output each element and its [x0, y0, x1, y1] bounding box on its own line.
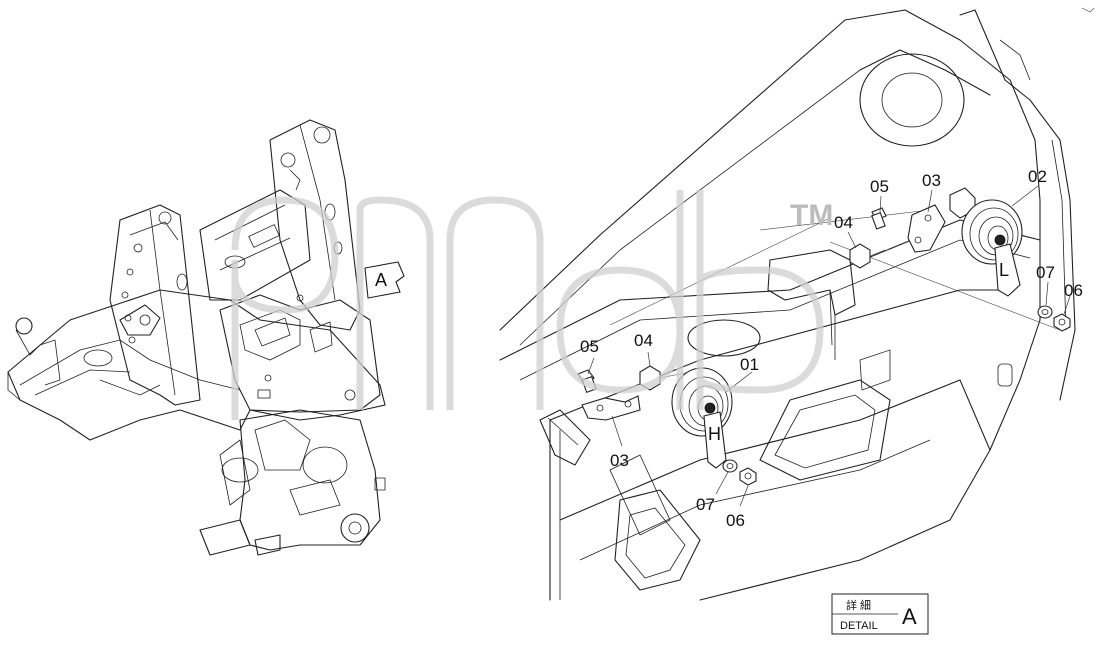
stay-03-upper — [907, 204, 946, 253]
nut-06-lower — [739, 467, 757, 486]
stay-03-lower — [581, 395, 641, 421]
part-labels: 02 03 05 04 07 06 05 04 01 03 07 06 — [580, 167, 1083, 530]
detail-letter: A — [902, 604, 917, 629]
upper-horn-assembly: L — [849, 187, 1071, 332]
label-03-lower: 03 — [610, 451, 629, 470]
label-07-upper: 07 — [1036, 263, 1055, 282]
label-07-lower: 07 — [696, 495, 715, 514]
leader-lines — [587, 185, 1071, 507]
horn-02: L — [961, 199, 1023, 297]
front-frame-overview — [7, 119, 386, 556]
washer-07-upper — [1037, 305, 1053, 319]
label-06-lower: 06 — [726, 511, 745, 530]
view-a-callout: A — [364, 261, 405, 299]
detail-a-label-box: 詳 細 DETAIL A — [831, 593, 929, 635]
label-04-lower: 04 — [634, 331, 653, 350]
detail-japanese-label: 詳 細 — [846, 598, 871, 612]
detail-english-label: DETAIL — [840, 620, 878, 632]
watermark-trademark: TM — [790, 199, 833, 232]
label-02: 02 — [1028, 167, 1047, 186]
watermark: TM — [231, 190, 833, 420]
bolt-05-upper — [871, 207, 887, 230]
horn-low-mark: L — [999, 260, 1009, 280]
label-01: 01 — [740, 355, 759, 374]
lower-horn-assembly: H — [577, 365, 757, 486]
corner-mark — [1081, 7, 1095, 13]
label-05-lower: 05 — [580, 337, 599, 356]
nut-06-upper — [1053, 313, 1071, 332]
horn-high-mark: H — [708, 424, 721, 444]
label-05-upper: 05 — [870, 177, 889, 196]
washer-07-lower — [722, 459, 738, 473]
label-04-upper: 04 — [834, 213, 853, 232]
detail-a-view — [499, 9, 1076, 601]
nut-04-upper — [849, 243, 886, 269]
label-06-upper: 06 — [1064, 281, 1083, 300]
label-03-upper: 03 — [922, 171, 941, 190]
view-a-letter: A — [375, 270, 387, 290]
